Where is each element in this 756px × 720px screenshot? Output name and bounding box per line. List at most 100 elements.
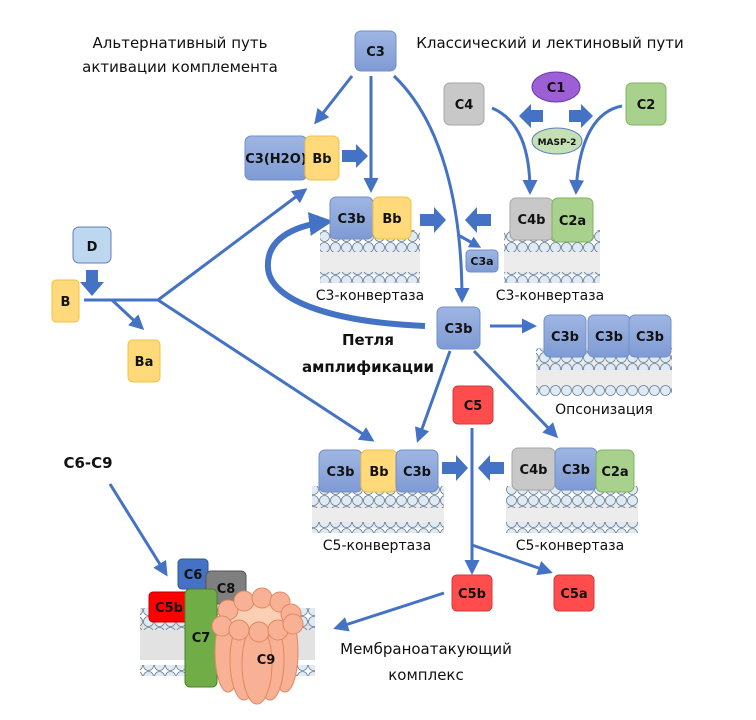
label-c5-convertase-cl: С5-конвертаза [516,538,624,554]
svg-text:C3: C3 [366,45,385,60]
node-c3b-alt-c3conv: C3b [329,196,374,240]
node-ba: Ba [127,339,161,383]
svg-text:C3b: C3b [636,330,664,345]
node-c3b-alt-c5conv-1: C3b [318,449,363,493]
svg-text:Bb: Bb [382,212,401,227]
node-bb-c3h2o: Bb [304,135,340,181]
amplification-loop-arrow [264,212,426,329]
svg-text:B: B [61,295,71,310]
block-arrow-cl-c3conv [465,207,491,233]
svg-text:C3b: C3b [562,463,590,478]
node-c5: C5 [452,385,494,425]
node-c5a: C5a [553,574,595,612]
svg-text:D: D [87,240,98,255]
node-masp2: MASP-2 [531,127,583,155]
node-c3: C3 [354,30,397,72]
title-loop-line1: Петля [342,331,394,349]
block-arrow-c5conv-cl [478,455,504,481]
node-c2: C2 [625,82,667,126]
arrow-c3-to-c3b-center [392,74,470,303]
svg-text:C5b: C5b [458,587,486,602]
arrow-c3b-to-c5conv-cl [472,349,559,439]
block-arrow-c1-right [569,104,593,128]
svg-text:C7: C7 [192,631,211,646]
block-arrow-d-to-b [80,270,104,296]
svg-text:Bb: Bb [369,465,388,480]
svg-text:C3(H2O): C3(H2O) [245,152,306,167]
svg-text:C3b: C3b [327,465,355,480]
svg-text:Bb: Bb [312,152,331,167]
node-c9: C9 [211,587,304,705]
svg-text:C3b: C3b [551,330,579,345]
arrow-c6c9-to-mac [108,483,168,577]
svg-text:C2a: C2a [559,214,586,229]
node-b: B [51,279,80,323]
block-arrow-c3h2o [342,144,368,168]
svg-text:C3b: C3b [338,212,366,227]
title-alternative-line1: Альтернативный путь [93,34,268,52]
node-bb-alt-c5conv: Bb [360,449,398,493]
label-c3-convertase-alt: С3-конвертаза [316,288,424,304]
node-bb-alt-c3conv: Bb [372,196,412,240]
arrow-c3b-to-c5conv-alt [415,350,452,443]
node-c3b-ops-3: C3b [628,314,672,358]
node-c3a: C3a [465,249,499,273]
svg-text:C2a: C2a [601,465,628,480]
node-c4b-cl-c3conv: C4b [509,197,554,241]
node-c6: C6 [177,558,209,590]
node-c3h2o: C3(H2O) [244,135,308,181]
label-c5-convertase-alt: С5-конвертаза [323,538,431,554]
node-c3b-alt-c5conv-2: C3b [395,449,439,493]
node-c2a-cl-c5conv: C2a [595,449,635,493]
node-c5b: C5b [451,574,493,612]
svg-text:Ba: Ba [135,355,154,370]
arrow-c4-to-c4b [491,106,538,195]
title-classical: Классический и лектиновый пути [416,34,684,52]
arrow-c5-to-c5a [471,543,553,576]
svg-text:C3b: C3b [403,465,431,480]
svg-text:C5b: C5b [155,601,183,616]
block-arrow-c5conv-alt [442,455,468,481]
svg-text:C6: C6 [184,568,203,583]
title-mac-line1: Мембраноатакующий [340,640,512,658]
node-c3b-ops-2: C3b [587,314,631,358]
svg-text:C4: C4 [455,98,474,113]
svg-text:C9: C9 [257,653,276,668]
block-arrow-c1-left [519,104,543,128]
svg-text:C4b: C4b [518,213,546,228]
title-alternative-line2: активации комплемента [82,58,278,76]
svg-text:C8: C8 [217,582,236,597]
node-c3b-ops-1: C3b [543,314,587,358]
arrow-b-to-c3h2o [157,188,308,302]
title-mac-line2: комплекс [388,666,463,684]
arrow-b-to-ba [110,298,145,331]
title-c6c9: C6-C9 [63,454,112,472]
arrow-b-to-c5conv [157,298,375,442]
svg-text:C1: C1 [547,81,566,96]
node-c2a-cl-c3conv: C2a [551,197,594,243]
node-d: D [72,226,112,264]
node-c7: C7 [184,588,218,688]
arrow-c3-to-c3h2o [314,75,354,125]
svg-text:C5a: C5a [560,587,587,602]
svg-text:C3b: C3b [445,322,473,337]
node-c5b-mac: C5b [148,591,190,623]
arrow-to-c3a [457,233,482,248]
arrow-c5b-to-mac [333,591,445,632]
node-c3b-central: C3b [436,306,481,350]
svg-text:C2: C2 [637,98,656,113]
node-c4: C4 [443,82,485,126]
membrane-c5-convertase-alt [312,486,444,533]
block-arrow-alt-c3conv [420,207,446,233]
node-c1: C1 [531,71,581,103]
node-c4b-cl-c5conv: C4b [511,447,556,491]
arrow-c2-to-c2a [569,104,623,195]
svg-text:C5: C5 [464,399,483,414]
label-c3-convertase-cl: С3-конвертаза [496,288,604,304]
title-loop-line2: амплификации [302,358,434,376]
node-c3b-cl-c5conv: C3b [554,447,598,491]
svg-text:C4b: C4b [520,463,548,478]
svg-text:MASP-2: MASP-2 [538,138,577,148]
label-opsonization: Опсонизация [555,402,653,418]
